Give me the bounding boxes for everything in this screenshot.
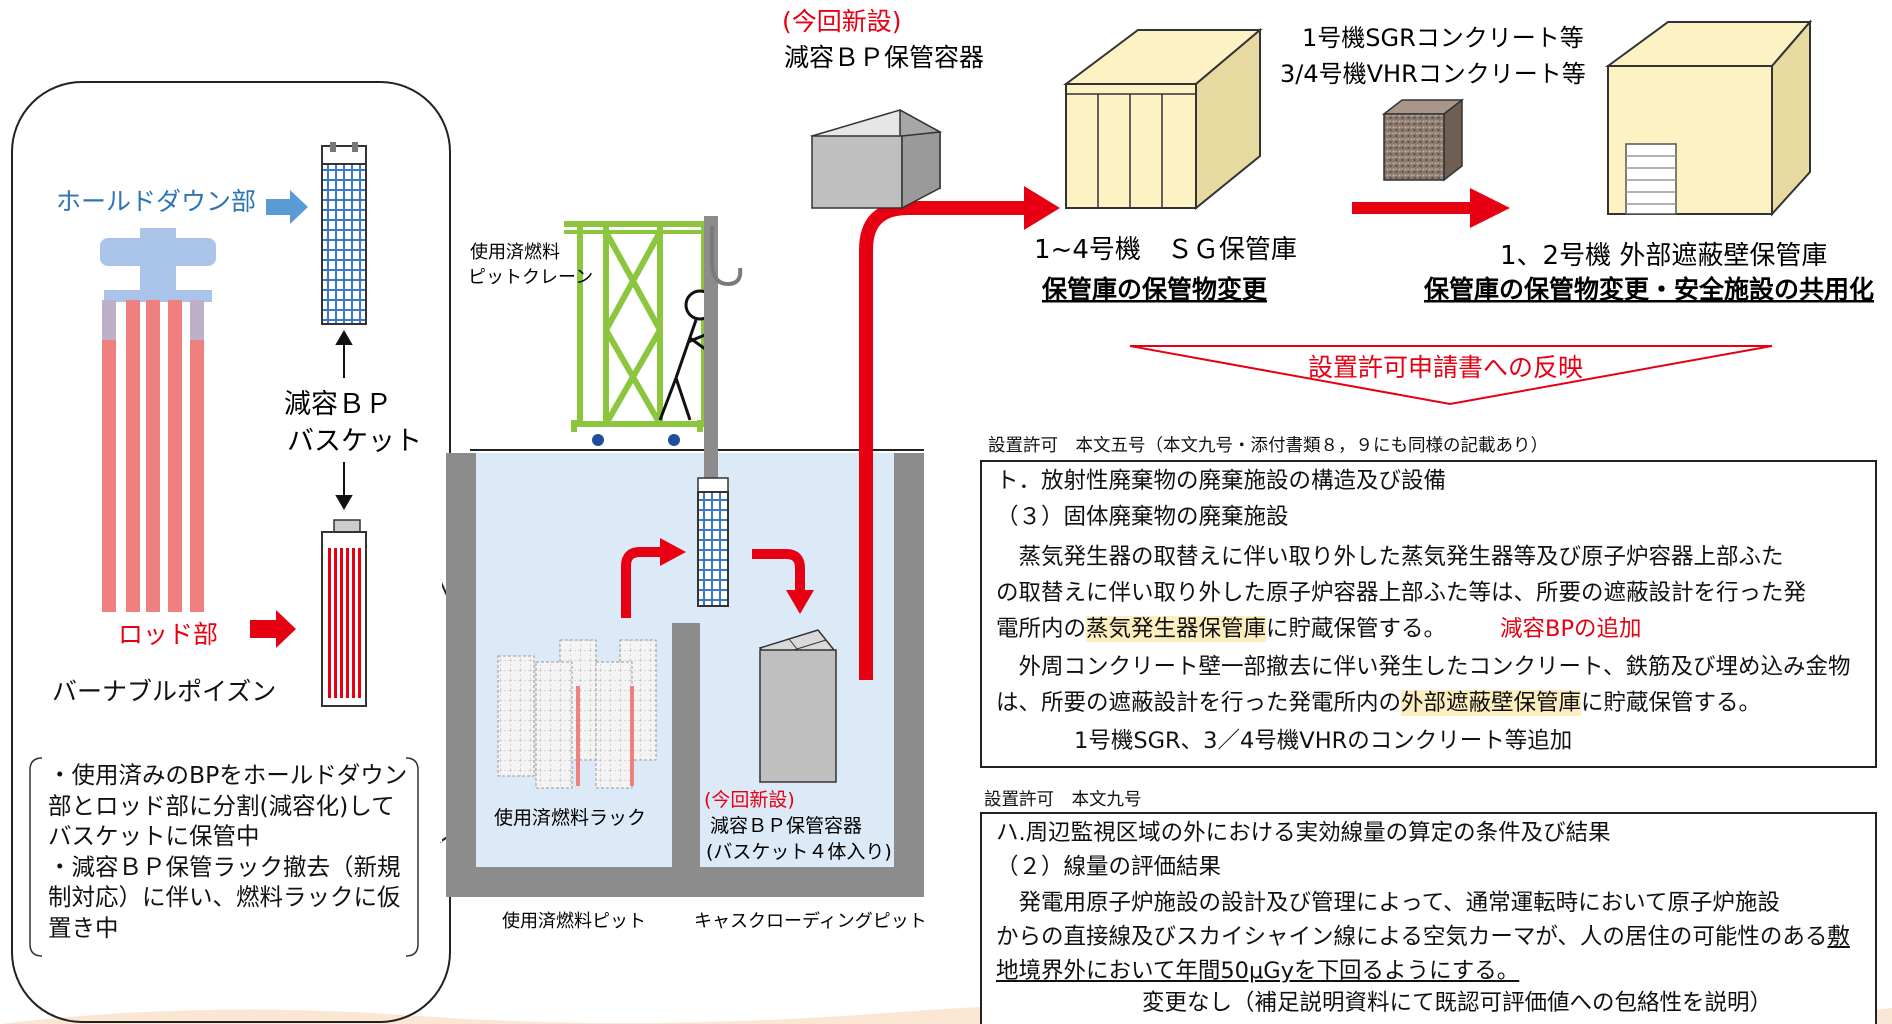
- permit5-line-4: の取替えに伴い取り外した原子炉容器上部ふた等は、所要の遮蔽設計を行った発: [996, 580, 1807, 606]
- permit5-line-5: 電所内の蒸気発生器保管庫に貯蔵保管する。 減容BPの追加: [996, 614, 1865, 644]
- holddown-label: ホールドダウン部: [56, 187, 256, 216]
- sg-storage-highlight: 蒸気発生器保管庫: [1086, 616, 1267, 642]
- basket-holddown: [321, 142, 367, 325]
- permit9-line-5: 地境界外において年間50μGyを下回るようにする。: [996, 958, 1520, 984]
- rod-arrow: [250, 610, 296, 648]
- permit5-line-3: 蒸気発生器の取替えに伴い取り外した蒸気発生器等及び原子炉容器上部ふた: [996, 544, 1784, 570]
- arrow-pool-to-sg-store: [859, 201, 1030, 680]
- permit5-line-2: （３）固体廃棄物の廃棄施設: [996, 504, 1289, 530]
- reflect-label: 設置許可申請書への反映: [1308, 353, 1583, 382]
- basket-rods: [321, 519, 367, 707]
- concrete-addition-note: 1号機SGR、3／4号機VHRのコンクリート等追加: [1074, 728, 1573, 754]
- bp-label: バーナブルポイズン: [52, 677, 276, 706]
- arrow-basket-to-container-head: [786, 590, 814, 614]
- permit5-line-7b: に貯蔵保管する。: [1581, 690, 1762, 716]
- permit9-line-1: ハ.周辺監視区域の外における実効線量の算定の条件及び結果: [996, 820, 1611, 846]
- bp-addition-note: 減容BPの追加: [1500, 616, 1642, 642]
- note-text: ・使用済みのBPをホールドダウン 部とロッド部に分割(減容化)して バスケットに…: [48, 760, 407, 943]
- permit5-line-1: ト．放射性廃棄物の廃棄施設の構造及び設備: [996, 468, 1447, 494]
- rack-label: 使用済燃料ラック: [494, 807, 646, 829]
- crane-wheel-right: [668, 434, 680, 446]
- pit-crane: [564, 221, 718, 432]
- sg-store-building: [1063, 27, 1263, 211]
- permit5-line-7: は、所要の遮蔽設計を行った発電所内の外部遮蔽壁保管庫に貯蔵保管する。: [996, 688, 1865, 718]
- arrow-rack-to-basket-head: [660, 538, 686, 566]
- note-line-6: 置き中: [48, 913, 119, 942]
- note-line-3: バスケットに保管中: [48, 822, 260, 850]
- permit9-line-3: 発電用原子炉施設の設計及び管理によって、通常運転時において原子炉施設: [996, 890, 1780, 916]
- sg-store-label: 1~4号機 ＳＧ保管庫: [1034, 235, 1297, 265]
- hoist-shaft: [704, 216, 718, 482]
- cask-pit-label: キャスクローディングピット: [694, 911, 927, 932]
- basket-label-2: バスケット: [287, 426, 422, 457]
- shield-store-change: 保管庫の保管物変更・安全施設の共用化: [1423, 275, 1874, 304]
- arrow-rack-to-basket: [621, 547, 664, 618]
- concrete-block: [1381, 98, 1465, 182]
- top-bp-container: [810, 108, 942, 210]
- top-container-label: 減容ＢＰ保管容器: [784, 43, 984, 72]
- no-change-note: 変更なし（補足説明資料にて既認可評価値への包絡性を説明）: [1142, 990, 1773, 1016]
- shield-store-label: 1、2号機 外部遮蔽壁保管庫: [1500, 241, 1827, 271]
- pool-container-label: 減容ＢＰ保管容器: [710, 815, 862, 837]
- concrete-label-1: 1号機SGRコンクリート等: [1302, 24, 1584, 52]
- pit-label: 使用済燃料ピット: [502, 911, 646, 932]
- permit9-heading: 設置許可 本文九号: [984, 790, 1142, 810]
- crane-wheel-left: [592, 434, 604, 446]
- permit5-line-5b: に貯蔵保管する。: [1266, 616, 1447, 642]
- permit5-line-5a: 電所内の: [996, 616, 1087, 642]
- permit5-box: ト．放射性廃棄物の廃棄施設の構造及び設備 （３）固体廃棄物の廃棄施設 蒸気発生器…: [980, 460, 1877, 768]
- note-line-1: ・使用済みのBPをホールドダウン: [48, 761, 408, 789]
- note-line-5: 制対応）に伴い、燃料ラックに仮: [48, 883, 401, 911]
- permit9-line-4: からの直接線及びスカイシャイン線による空気カーマが、人の居住の可能性のある敷: [996, 922, 1865, 952]
- note-line-2: 部とロッド部に分割(減容化)して: [48, 791, 395, 820]
- burnable-poison-assembly: [100, 228, 216, 612]
- arrow-pool-to-sg-store-head: [1024, 186, 1060, 230]
- basket-up-arrow: [335, 330, 353, 378]
- permit9-line-2: （２）線量の評価結果: [996, 854, 1222, 880]
- permit5-heading: 設置許可 本文五号（本文九号・添付書類８，９にも同様の記載あり）: [988, 436, 1548, 456]
- shield-store-building: [1604, 19, 1813, 217]
- pool-container-new: (今回新設): [704, 789, 795, 811]
- reflect-triangle: [1129, 345, 1773, 406]
- spent-fuel-rack: [497, 639, 657, 789]
- permit9-box: ハ.周辺監視区域の外における実効線量の算定の条件及び結果 （２）線量の評価結果 …: [980, 812, 1877, 1024]
- note-bracket: [29, 757, 419, 957]
- pool-water-top-left: [476, 453, 894, 623]
- permit9-line-4a: からの直接線及びスカイシャイン線による空気カーマが、人の居住の可能性のある: [996, 924, 1828, 950]
- top-container-new: (今回新設): [782, 7, 902, 36]
- sg-store-change: 保管庫の保管物変更: [1041, 275, 1268, 304]
- pool-bp-container: [758, 629, 837, 783]
- rod-label: ロッド部: [118, 620, 218, 649]
- permit5-line-7a: は、所要の遮蔽設計を行った発電所内の: [996, 690, 1402, 716]
- pool-basket: [697, 477, 729, 607]
- concrete-label-2: 3/4号機VHRコンクリート等: [1280, 60, 1586, 88]
- permit9-line-4b: 敷: [1827, 924, 1850, 950]
- note-line-4: ・減容ＢＰ保管ラック撤去（新規: [48, 852, 401, 881]
- holddown-arrow: [266, 190, 308, 224]
- basket-label-1: 減容ＢＰ: [284, 389, 392, 420]
- crane-label-1: 使用済燃料: [470, 242, 560, 263]
- basket-down-arrow: [335, 462, 353, 510]
- arrow-sg-to-shield: [1352, 188, 1510, 228]
- shield-storage-highlight: 外部遮蔽壁保管庫: [1401, 690, 1582, 716]
- arrow-basket-to-container: [752, 549, 805, 594]
- pool-container-note: (バスケット４体入り): [706, 841, 892, 863]
- pit-divider-wall: [672, 622, 700, 897]
- hoist-hook: [710, 226, 743, 287]
- permit5-line-6: 外周コンクリート壁一部撤去に伴い発生したコンクリート、鉄筋及び埋め込み金物: [996, 654, 1851, 680]
- crane-label-2: ピットクレーン: [468, 267, 593, 288]
